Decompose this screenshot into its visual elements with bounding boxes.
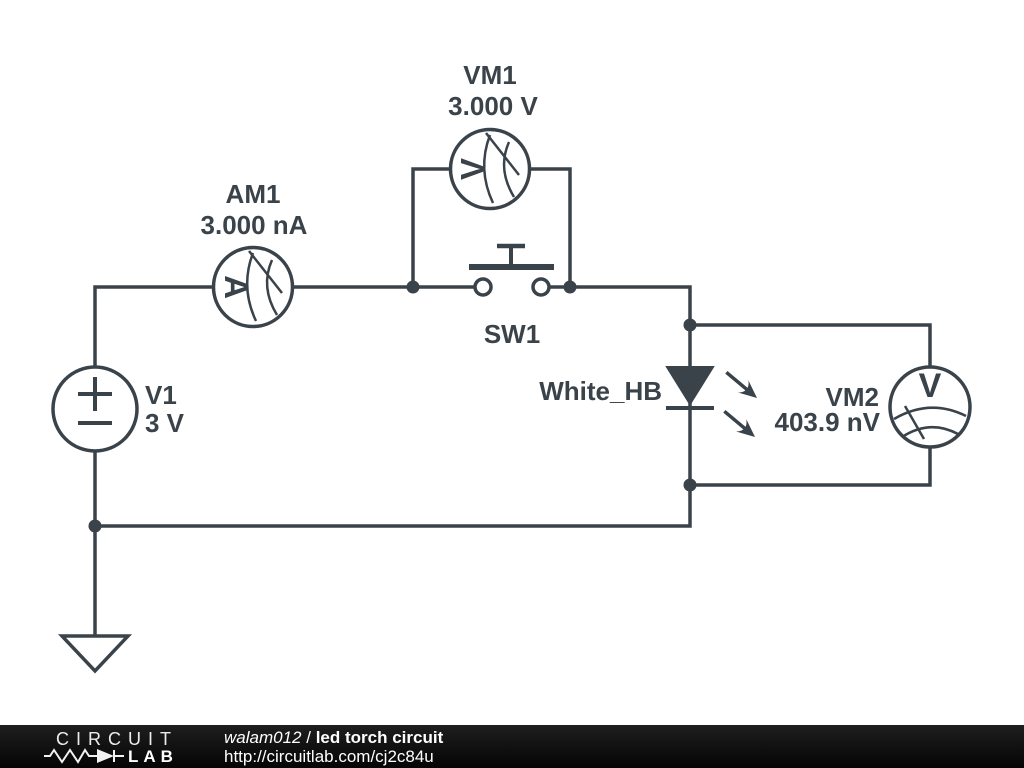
- meter-scale-arc: [265, 259, 279, 316]
- voltmeter-vm2-symbol[interactable]: V: [888, 365, 972, 449]
- meter-scale-arc: [245, 252, 258, 322]
- meter-needle: [248, 250, 283, 294]
- voltage-source-v1-symbol[interactable]: [51, 365, 139, 453]
- junction-dot: [406, 280, 420, 294]
- ammeter-am1-symbol[interactable]: A: [211, 245, 295, 329]
- vm1-value-label: 3.000 V: [448, 91, 538, 121]
- am1-value-label: 3.000 nA: [201, 210, 308, 240]
- wire-left-rail: [93, 285, 475, 636]
- logo-word-circuit: CIRCUIT: [56, 729, 178, 749]
- led-white-hb-symbol[interactable]: [665, 366, 762, 443]
- sw1-designator-label: SW1: [484, 319, 540, 349]
- credit-line: walam012 / led torch circuit: [224, 728, 443, 747]
- led-light-arrow: [725, 370, 757, 398]
- am1-designator-label: AM1: [226, 179, 281, 209]
- circuitlab-logo: CIRCUIT LAB: [44, 729, 178, 766]
- led-designator-label: White_HB: [539, 376, 662, 406]
- meter-scale-arc: [502, 141, 516, 198]
- switch-terminal: [473, 277, 493, 297]
- v1-designator-label: V1: [145, 380, 177, 410]
- author-name: walam012: [224, 727, 302, 747]
- vm1-meter-letter: V: [454, 158, 491, 180]
- footer-bar: CIRCUIT LAB walam012 / led torch circuit…: [0, 725, 1024, 768]
- vm1-designator-label: VM1: [463, 60, 516, 90]
- junction-dot: [683, 478, 697, 492]
- junction-dot: [88, 519, 102, 533]
- meter-needle: [485, 132, 520, 176]
- vm2-designator-label: VM2: [826, 382, 879, 412]
- meter-scale-arc: [901, 426, 959, 439]
- vm2-value-label: 403.9 nV: [774, 407, 880, 437]
- switch-terminal: [531, 277, 551, 297]
- credit-separator: /: [306, 727, 311, 747]
- circuit-url-link[interactable]: http://circuitlab.com/cj2c84u: [224, 746, 434, 766]
- circuit-schematic: V A: [51, 60, 972, 674]
- led-light-arrow: [723, 409, 755, 437]
- meter-scale-arc: [482, 134, 495, 204]
- led-anode-triangle: [665, 366, 715, 406]
- junction-dot: [563, 280, 577, 294]
- switch-sw1-symbol[interactable]: [469, 243, 554, 297]
- meter-needle: [903, 405, 926, 440]
- footer-credits: walam012 / led torch circuit http://circ…: [224, 728, 443, 766]
- logo-resistor-icon: [44, 747, 97, 764]
- wire-bottom-rail: [95, 485, 692, 528]
- junction-dot: [683, 318, 697, 332]
- voltmeter-vm1-symbol[interactable]: V: [448, 127, 532, 211]
- vm2-meter-letter: V: [919, 367, 942, 405]
- logo-diode-icon: [97, 748, 114, 763]
- v1-value-label: 3 V: [145, 408, 185, 438]
- wire-right-rail: [549, 285, 692, 485]
- am1-meter-letter: A: [218, 275, 255, 299]
- logo-word-lab: LAB: [128, 747, 178, 766]
- circuit-title: led torch circuit: [315, 727, 444, 747]
- ground-symbol[interactable]: [57, 634, 133, 674]
- meter-scale-arc: [893, 406, 967, 421]
